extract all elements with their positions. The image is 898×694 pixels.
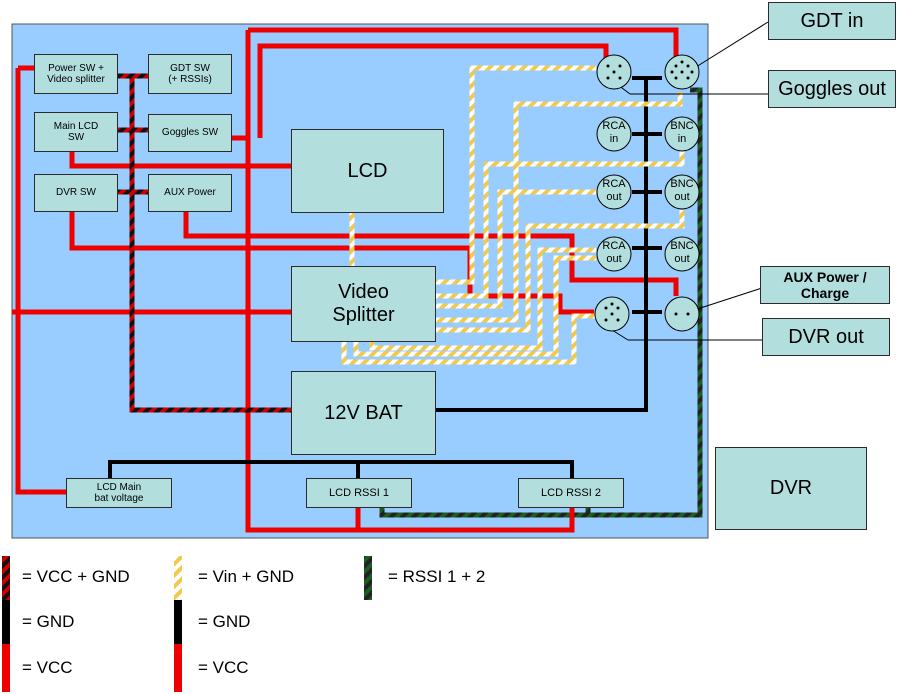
goggles-switch-box: Goggles SW <box>148 114 232 152</box>
goggles-out-label: Goggles out <box>768 70 896 108</box>
rca-out-2-label: RCA out <box>602 240 626 266</box>
bnc-out-2-connector <box>664 236 700 272</box>
aux-power-connector <box>664 296 700 332</box>
rca-out-2-connector <box>596 236 632 272</box>
callout-lines <box>611 21 769 341</box>
gnd-wires <box>108 76 662 478</box>
bnc-in-connector <box>664 116 700 152</box>
bnc-in-label: BNC in <box>670 120 694 146</box>
video-splitter-box: Video Splitter <box>291 266 436 342</box>
legend-swatch-gnd-2 <box>174 600 182 644</box>
rca-out-1-label: RCA out <box>602 178 626 204</box>
rssi-wire <box>379 87 703 518</box>
lcd-box: LCD <box>291 129 444 213</box>
bnc-out-2-label: BNC out <box>670 240 694 266</box>
dvr-out-label: DVR out <box>762 318 890 356</box>
vcc-gnd-wires <box>118 73 292 413</box>
dvr-box: DVR <box>715 447 867 530</box>
legend-vcc-1-label: = VCC <box>22 658 73 677</box>
legend-swatch-gnd-1 <box>2 600 10 644</box>
aux-power-charge-label: AUX Power / Charge <box>760 266 890 304</box>
legend-swatch-rssi <box>364 556 372 600</box>
legend-swatch-vcc-gnd <box>2 556 10 600</box>
lcd-main-bat-voltage-box: LCD Main bat voltage <box>66 478 172 508</box>
connector-pins <box>604 60 694 322</box>
legend-swatches <box>2 556 372 692</box>
lcd-rssi-2-box: LCD RSSI 2 <box>518 478 624 508</box>
legend-vcc-gnd-label: = VCC + GND <box>22 567 130 586</box>
legend-swatch-vcc-1 <box>2 644 10 692</box>
rca-in-label: RCA in <box>602 120 626 146</box>
power-switch-box: Power SW + Video splitter <box>34 54 118 94</box>
legend-vin-gnd-label: = Vin + GND <box>198 567 295 586</box>
main-lcd-switch-box: Main LCD SW <box>34 112 118 152</box>
rca-out-1-connector <box>596 174 632 210</box>
battery-box: 12V BAT <box>291 371 436 455</box>
bnc-out-1-connector <box>664 174 700 210</box>
lcd-rssi-1-box: LCD RSSI 1 <box>306 478 412 508</box>
legend-gnd-2-label: = GND <box>198 612 251 631</box>
legend-gnd-1-label: = GND <box>22 612 75 631</box>
vin-gnd-wires <box>341 65 685 365</box>
rca-in-connector <box>596 116 632 152</box>
connectors <box>594 54 700 332</box>
dvr-switch-box: DVR SW <box>34 174 118 212</box>
gdt-switch-box: GDT SW (+ RSSIs) <box>148 54 232 94</box>
legend-vcc-2-label: = VCC <box>198 658 249 677</box>
legend-swatch-vin-gnd <box>174 556 182 600</box>
legend-rssi-label: = RSSI 1 + 2 <box>388 567 486 586</box>
legend-swatch-vcc-2 <box>174 644 182 692</box>
bnc-out-1-label: BNC out <box>670 178 694 204</box>
gdt-in-label: GDT in <box>768 2 896 40</box>
aux-power-switch-box: AUX Power <box>148 174 232 212</box>
